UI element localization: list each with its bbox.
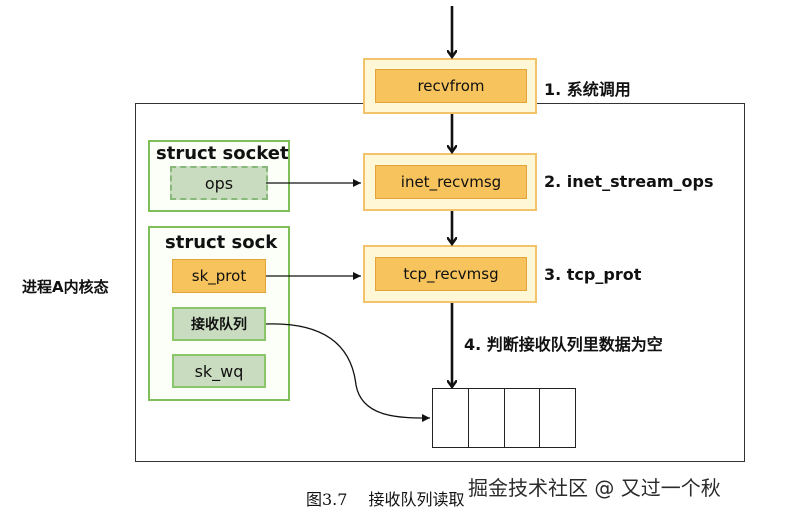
- receive-queue-buffer: [432, 388, 576, 448]
- arrow-queue-to-buffer: [265, 323, 431, 422]
- kernel-side-label: 进程A内核态: [22, 278, 109, 296]
- watermark: 掘金技术社区 @ 又过一个秋: [468, 476, 721, 500]
- step-1-label: 1. 系统调用: [544, 80, 631, 99]
- step-4-label: 4. 判断接收队列里数据为空: [464, 335, 663, 354]
- recvfrom-box: recvfrom: [375, 69, 527, 103]
- sk-prot-field: sk_prot: [172, 259, 266, 293]
- sk-wq-field: sk_wq: [172, 354, 266, 388]
- tcp-recvmsg-box: tcp_recvmsg: [375, 257, 527, 291]
- queue-slot: [433, 389, 469, 447]
- struct-sock-title: struct sock: [165, 232, 278, 253]
- struct-socket-title: struct socket: [156, 143, 289, 164]
- queue-slot: [505, 389, 541, 447]
- step-2-label: 2. inet_stream_ops: [544, 172, 714, 191]
- queue-slot: [469, 389, 505, 447]
- figure-caption: 图3.7 接收队列读取: [306, 490, 465, 509]
- receive-queue-field: 接收队列: [172, 307, 266, 341]
- step-3-label: 3. tcp_prot: [544, 265, 642, 284]
- inet-recvmsg-box: inet_recvmsg: [375, 165, 527, 199]
